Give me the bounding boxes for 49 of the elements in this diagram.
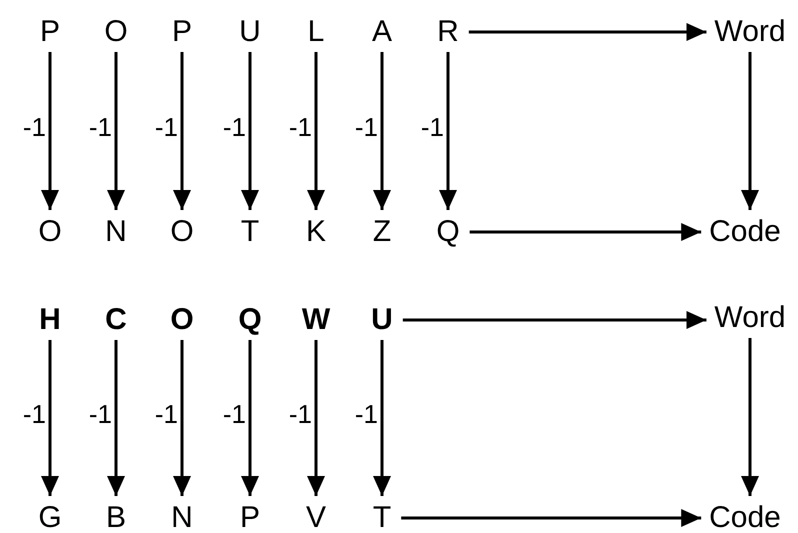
letter: A (372, 16, 392, 48)
letter: G (38, 502, 62, 533)
arrow (107, 52, 125, 210)
letter: W (302, 304, 330, 336)
letter: R (437, 16, 459, 48)
arrow (107, 340, 125, 496)
letter: O (170, 216, 194, 248)
arrow (468, 23, 706, 41)
node-label: Word (714, 302, 786, 334)
node-label: Code (709, 216, 781, 248)
arrow (373, 340, 391, 496)
arrow (241, 52, 259, 210)
letter: P (240, 502, 260, 533)
arrow (741, 52, 759, 210)
arrow (401, 509, 702, 527)
arrow (741, 338, 759, 496)
letter: T (372, 502, 392, 533)
letter: B (106, 502, 126, 533)
arrow (241, 340, 259, 496)
letter: Z (372, 216, 392, 248)
arrow (307, 52, 325, 210)
arrow (402, 311, 706, 329)
letter: C (105, 304, 127, 336)
arrow (41, 52, 59, 210)
letter: H (39, 304, 61, 336)
arrow (307, 340, 325, 496)
arrow (41, 340, 59, 496)
letter: U (371, 304, 393, 336)
letter: T (240, 216, 260, 248)
letter: Q (238, 304, 262, 336)
letter: U (239, 16, 261, 48)
letter: L (308, 16, 324, 48)
letter: V (306, 502, 326, 533)
letter: P (172, 16, 192, 48)
arrow (173, 52, 191, 210)
letter: N (105, 216, 127, 248)
letter: K (306, 216, 326, 248)
arrow (373, 52, 391, 210)
letter: O (38, 216, 62, 248)
arrow (173, 340, 191, 496)
arrow (439, 52, 457, 210)
arrow (470, 223, 702, 241)
node-label: Code (709, 502, 781, 533)
letter: O (104, 16, 128, 48)
letter: Q (436, 216, 460, 248)
node-label: Word (714, 16, 786, 48)
letter: O (170, 304, 194, 336)
letter: P (40, 16, 60, 48)
letter: N (171, 502, 193, 533)
